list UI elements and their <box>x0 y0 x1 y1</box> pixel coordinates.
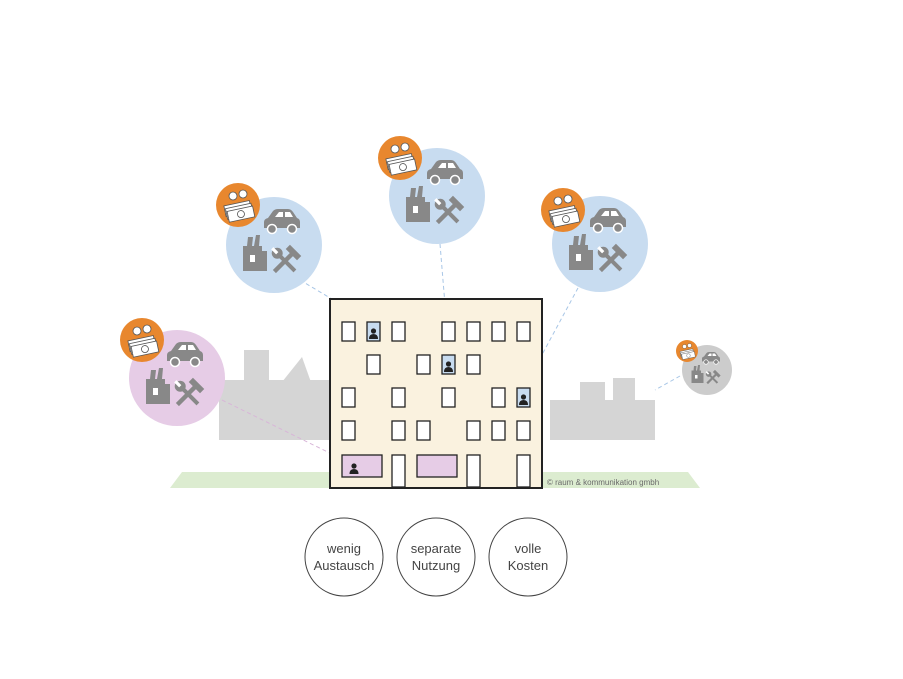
label-1-line2: Austausch <box>314 558 375 573</box>
city-silhouette-right <box>550 378 655 440</box>
label-circle-3: volle Kosten <box>488 517 568 597</box>
shop-window-occupied <box>341 454 383 478</box>
money-euro-coins-icon <box>215 182 261 228</box>
label-2-line2: Nutzung <box>412 558 460 573</box>
building-windows <box>341 321 531 488</box>
label-1-line1: wenig <box>326 541 361 556</box>
door <box>516 454 531 488</box>
money-euro-coins-icon <box>119 317 165 363</box>
shop-window <box>416 454 458 478</box>
label-circle-2: separate Nutzung <box>396 517 476 597</box>
label-circle-1: wenig Austausch <box>304 517 384 597</box>
money-euro-coins-icon <box>540 187 586 233</box>
city-silhouette-left <box>219 350 329 440</box>
label-2-line1: separate <box>411 541 462 556</box>
money-euro-coins-icon <box>377 135 423 181</box>
money-euro-coins-icon <box>675 339 699 363</box>
label-3-line2: Kosten <box>508 558 548 573</box>
door <box>391 454 406 488</box>
door <box>466 454 481 488</box>
copyright-text: © raum & kommunikation gmbh <box>547 478 659 487</box>
connector-line-pink <box>221 399 349 463</box>
label-3-line1: volle <box>515 541 542 556</box>
